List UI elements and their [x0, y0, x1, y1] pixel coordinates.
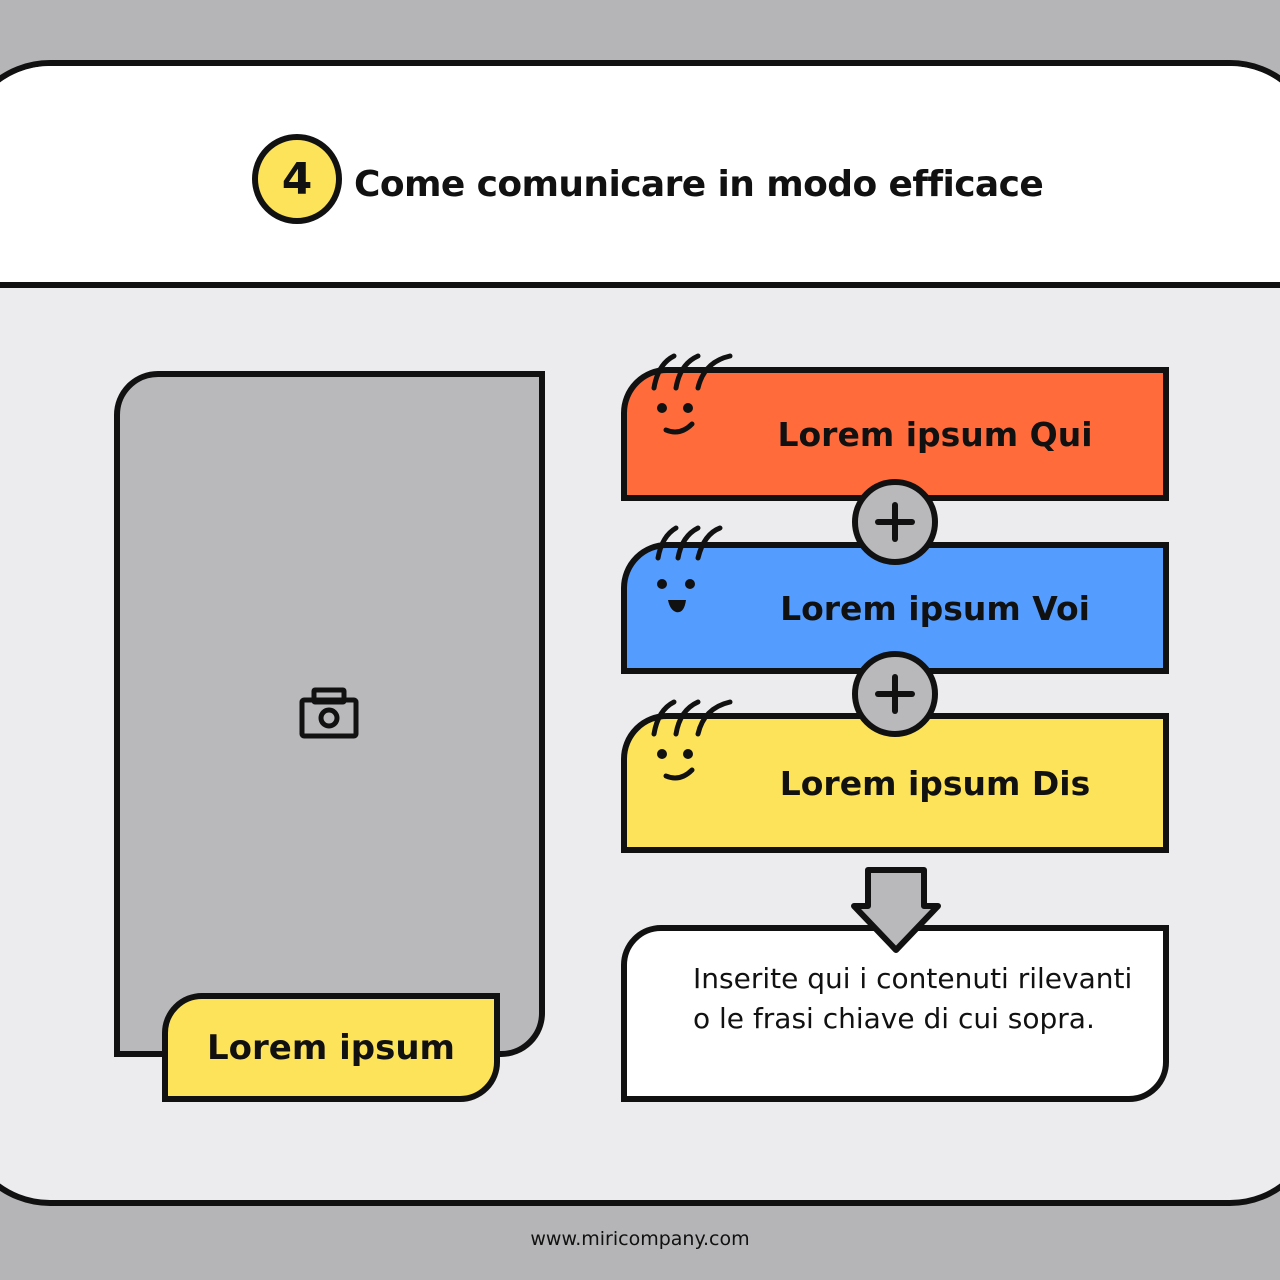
smiley-face-icon — [651, 353, 733, 435]
flow-box-label: Lorem ipsum Dis — [779, 763, 1091, 803]
photo-placeholder[interactable] — [114, 371, 545, 1057]
photo-caption-label: Lorem ipsum — [162, 993, 500, 1102]
camera-icon — [299, 687, 359, 739]
note-text: Inserite qui i contenuti rilevanti o le … — [693, 962, 1133, 1035]
key-content-note: Inserite qui i contenuti rilevanti o le … — [621, 925, 1169, 1102]
footer-url[interactable]: www.miricompany.com — [530, 1228, 750, 1250]
smiley-face-icon — [651, 699, 733, 781]
flow-box-qui: Lorem ipsum Qui — [621, 367, 1169, 501]
page-title: Come comunicare in modo efficace — [354, 164, 1044, 205]
plus-icon — [852, 651, 938, 737]
flow-box-label: Lorem ipsum Voi — [780, 588, 1090, 628]
card-header — [0, 66, 1280, 288]
flow-box-label: Lorem ipsum Qui — [777, 414, 1093, 454]
plus-icon — [852, 479, 938, 565]
down-arrow-icon — [851, 867, 941, 953]
smiley-face-icon — [655, 525, 723, 613]
step-number-badge: 4 — [252, 134, 342, 224]
